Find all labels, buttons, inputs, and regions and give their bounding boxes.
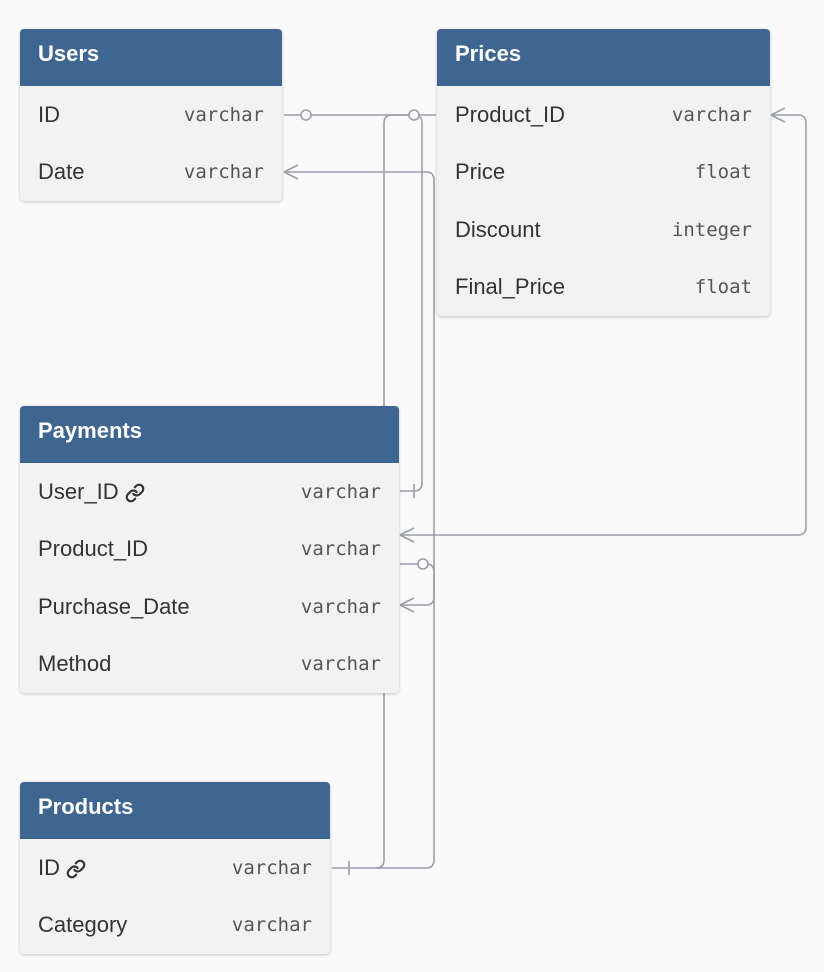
crowfoot-marker bbox=[283, 164, 299, 180]
column-name: User_ID bbox=[38, 478, 119, 504]
column-row[interactable]: ID varchar bbox=[20, 839, 330, 897]
table-products[interactable]: Products ID varchar Category varchar bbox=[20, 782, 330, 954]
crowfoot-marker bbox=[399, 597, 415, 613]
connector-payments-productid-products-id bbox=[376, 563, 435, 869]
column-name: ID bbox=[38, 101, 60, 127]
zero-marker bbox=[300, 109, 312, 121]
column-type: varchar bbox=[300, 480, 381, 503]
column-name: Final_Price bbox=[455, 274, 566, 300]
column-type: float bbox=[694, 161, 752, 184]
column-row[interactable]: Final_Price float bbox=[437, 259, 770, 317]
link-icon bbox=[125, 483, 145, 503]
column-name: ID bbox=[38, 854, 60, 880]
column-name: Method bbox=[38, 651, 112, 677]
column-row[interactable]: Discount integer bbox=[437, 201, 770, 259]
column-type: varchar bbox=[183, 103, 264, 126]
column-row[interactable]: Price float bbox=[437, 144, 770, 202]
column-type: varchar bbox=[300, 653, 381, 676]
column-row[interactable]: Date varchar bbox=[20, 144, 282, 202]
crowfoot-marker bbox=[770, 107, 786, 123]
table-title[interactable]: Users bbox=[20, 29, 282, 86]
column-row[interactable]: Category varchar bbox=[20, 897, 330, 955]
zero-marker bbox=[417, 558, 429, 570]
column-row[interactable]: ID varchar bbox=[20, 86, 282, 144]
column-row[interactable]: Product_ID varchar bbox=[20, 521, 399, 579]
column-name: Discount bbox=[455, 216, 541, 242]
crowfoot-marker bbox=[399, 527, 415, 543]
column-name: Price bbox=[455, 159, 506, 185]
connector-users-date-payments-purchasedate bbox=[284, 171, 435, 606]
column-type: varchar bbox=[183, 161, 264, 184]
table-payments[interactable]: Payments User_ID varchar Product_ID varc… bbox=[20, 406, 399, 693]
column-row[interactable]: Product_ID varchar bbox=[437, 86, 770, 144]
column-name-with-key: User_ID bbox=[38, 479, 145, 505]
column-type: varchar bbox=[671, 103, 752, 126]
column-type: integer bbox=[671, 218, 752, 241]
table-title[interactable]: Prices bbox=[437, 29, 770, 86]
table-title[interactable]: Payments bbox=[20, 406, 399, 463]
column-name: Product_ID bbox=[38, 536, 149, 562]
table-users[interactable]: Users ID varchar Date varchar bbox=[20, 29, 282, 201]
column-row[interactable]: User_ID varchar bbox=[20, 463, 399, 521]
column-name: Date bbox=[38, 159, 85, 185]
column-row[interactable]: Purchase_Date varchar bbox=[20, 578, 399, 636]
table-prices[interactable]: Prices Product_ID varchar Price float Di… bbox=[437, 29, 770, 316]
link-icon bbox=[66, 859, 86, 879]
column-row[interactable]: Method varchar bbox=[20, 636, 399, 694]
column-type: varchar bbox=[300, 595, 381, 618]
column-type: float bbox=[694, 276, 752, 299]
connector-prices-productid-payments-productid bbox=[400, 114, 807, 536]
column-name: Product_ID bbox=[455, 101, 566, 127]
column-type: varchar bbox=[231, 856, 312, 879]
table-title[interactable]: Products bbox=[20, 782, 330, 839]
column-type: varchar bbox=[300, 538, 381, 561]
column-name-with-key: ID bbox=[38, 855, 86, 881]
column-name: Category bbox=[38, 912, 128, 938]
zero-marker bbox=[408, 109, 420, 121]
column-name: Purchase_Date bbox=[38, 593, 190, 619]
column-type: varchar bbox=[231, 914, 312, 937]
